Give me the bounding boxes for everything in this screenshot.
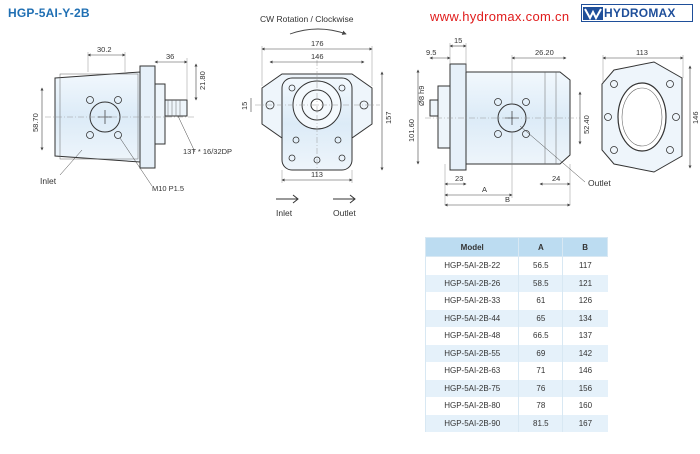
cell-b: 142: [562, 344, 608, 362]
drive-shaft-2: [429, 99, 439, 117]
brand-mark-icon: [582, 6, 604, 21]
side-view: 30.2 36 21.80 58.70 13T * 16/32DP Inlet …: [31, 45, 232, 193]
cell-a: 71: [518, 362, 563, 380]
cell-model: HGP-5AI-2B-33: [424, 292, 519, 310]
cell-b: 126: [562, 292, 608, 310]
cell-b: 121: [562, 274, 608, 292]
pump-body-edge: [59, 73, 139, 160]
dim-B: B: [505, 195, 510, 204]
cell-model: HGP-5AI-2B-63: [424, 362, 519, 380]
cell-model: HGP-5AI-2B-55: [424, 344, 519, 362]
dim-24: 24: [552, 174, 560, 183]
port-side-view: 15 9.5 26.20 101.60 Ø8 h9 52.40 23 24 A …: [407, 36, 611, 207]
dim-36: 36: [166, 52, 174, 61]
dim-176: 176: [311, 39, 324, 48]
table-header-row: Model A B: [424, 237, 608, 257]
cell-model: HGP-5AI-2B-26: [424, 274, 519, 292]
cell-a: 78: [518, 397, 563, 415]
mounting-flange-2: [449, 63, 467, 171]
dim-52-40: 52.40: [582, 115, 591, 134]
inlet-arrow-label: Inlet: [276, 208, 293, 218]
dim-A: A: [482, 185, 487, 194]
cell-a: 66.5: [518, 327, 563, 345]
column-header-model: Model: [424, 237, 520, 257]
dim-157: 157: [384, 111, 393, 124]
pilot-boss: [154, 83, 166, 145]
cell-a: 61: [518, 292, 563, 310]
cell-a: 65: [518, 309, 563, 327]
cell-model: HGP-5AI-2B-90: [424, 414, 519, 432]
dim-146-rear: 146: [691, 111, 700, 124]
rear-view: 113 146: [601, 48, 700, 173]
cell-b: 146: [562, 362, 608, 380]
cell-a: 58.5: [518, 274, 563, 292]
website-url[interactable]: www.hydromax.com.cn: [430, 9, 570, 24]
rotation-arrow-icon: [289, 28, 347, 35]
cell-b: 156: [562, 379, 608, 397]
inlet-arrow-icon: [276, 194, 299, 204]
thread-callout: M10 P1.5: [152, 184, 184, 193]
dim-113-rear: 113: [636, 48, 648, 57]
dim-113-front: 113: [311, 170, 323, 179]
cell-b: 160: [562, 397, 608, 415]
inlet-callout: Inlet: [40, 176, 57, 186]
pilot-boss-2: [437, 85, 451, 149]
column-header-a: A: [518, 237, 564, 257]
rotation-label: CW Rotation / Clockwise: [260, 14, 354, 24]
page-title: HGP-5AI-Y-2B: [8, 6, 90, 20]
column-header-b: B: [562, 237, 608, 257]
dim-21-80: 21.80: [198, 71, 207, 90]
dim-15-front: 15: [240, 102, 249, 110]
cell-model: HGP-5AI-2B-48: [424, 327, 519, 345]
cell-model: HGP-5AI-2B-44: [424, 309, 519, 327]
cell-a: 69: [518, 344, 563, 362]
outlet-arrow-icon: [333, 194, 356, 204]
bolt-holes: [86, 96, 122, 139]
front-view: CW Rotation / Clockwise 176 146 15 157 1…: [240, 14, 393, 218]
dim-8-h9: Ø8 h9: [417, 86, 426, 106]
dim-15-port: 15: [454, 36, 462, 45]
dim-9-5: 9.5: [426, 48, 436, 57]
brand-name: HYDROMAX: [604, 6, 676, 20]
cell-b: 117: [562, 256, 608, 275]
cell-model: HGP-5AI-2B-22: [424, 256, 519, 275]
cell-b: 137: [562, 327, 608, 345]
outlet-arrow-label: Outlet: [333, 208, 356, 218]
cell-b: 134: [562, 309, 608, 327]
cell-model: HGP-5AI-2B-75: [424, 379, 519, 397]
brand-logo: HYDROMAX: [581, 4, 693, 22]
cell-b: 167: [562, 414, 608, 432]
cell-a: 81.5: [518, 414, 563, 432]
bolt-holes-2: [494, 98, 530, 138]
rear-oval: [617, 82, 667, 152]
dim-23: 23: [455, 174, 463, 183]
cell-a: 56.5: [518, 256, 563, 275]
cell-model: HGP-5AI-2B-80: [424, 397, 519, 415]
dim-146: 146: [311, 52, 324, 61]
dim-58-70: 58.70: [31, 113, 40, 132]
spline-callout: 13T * 16/32DP: [183, 147, 232, 156]
rear-bolts: [604, 80, 680, 154]
cell-a: 76: [518, 379, 563, 397]
dim-101-60: 101.60: [407, 119, 416, 142]
outlet-callout: Outlet: [588, 178, 611, 188]
dim-30-2: 30.2: [97, 45, 112, 54]
dim-26-20: 26.20: [535, 48, 554, 57]
